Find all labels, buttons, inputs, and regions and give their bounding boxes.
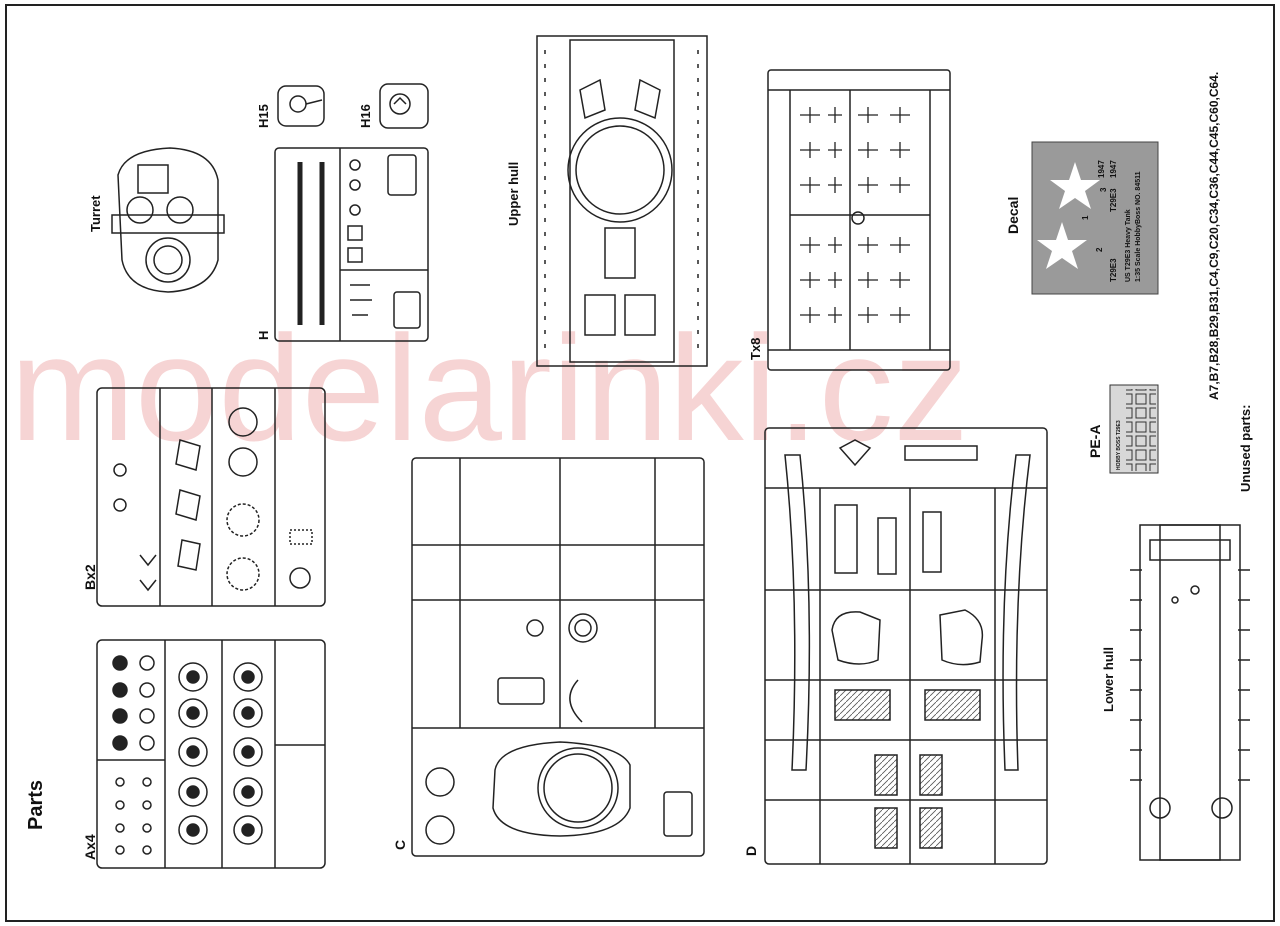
star-icon <box>1050 162 1100 209</box>
sprue-c-drawing <box>411 457 705 857</box>
unused-parts-list: A7,B7,B28,B29,B31,C4,C9,C20,C34,C36,C44,… <box>1207 72 1221 400</box>
decal-number-3: 3 <box>1099 187 1108 192</box>
page-border <box>5 4 1275 922</box>
turret-drawing <box>111 147 225 293</box>
decal-line2: 1:35 Scale HobbyBoss NO. 84511 <box>1135 171 1142 282</box>
label-decal: Decal <box>1005 197 1021 234</box>
label-turret: Turret <box>88 195 103 232</box>
track-links-pattern <box>800 107 910 323</box>
sprue-d-drawing <box>764 427 1048 865</box>
lower-hull-drawing <box>1130 524 1250 861</box>
decal-sheet: US T29E3 Heavy Tank 1:35 Scale HobbyBoss… <box>1031 141 1159 295</box>
label-unused-parts: Unused parts: <box>1238 405 1253 492</box>
decal-serial-2: T29E3 <box>1109 188 1118 212</box>
page-title: Parts <box>25 780 47 830</box>
label-lower-hull: Lower hull <box>1101 647 1116 712</box>
label-h15: H15 <box>256 104 271 128</box>
decal-year-1: 1947 <box>1109 160 1118 178</box>
part-h16-drawing <box>379 83 429 129</box>
sprue-b-drawing <box>96 387 326 607</box>
label-sprue-d: D <box>743 846 759 856</box>
label-tx8: Tx8 <box>748 338 763 360</box>
label-sprue-c: C <box>392 840 408 850</box>
label-sprue-h: H <box>256 331 271 340</box>
decal-number-1: 1 <box>1081 215 1090 220</box>
label-upper-hull: Upper hull <box>506 162 521 226</box>
label-bx2: Bx2 <box>82 564 98 590</box>
decal-number-2: 2 <box>1095 247 1104 252</box>
star-icon <box>1037 222 1087 269</box>
upper-hull-drawing <box>536 35 708 367</box>
label-ax4: Ax4 <box>82 834 98 860</box>
decal-line1: US T29E3 Heavy Tank <box>1125 209 1132 282</box>
label-h16: H16 <box>358 104 373 128</box>
pe-sheet: HOBBY BOSS T29E3 <box>1109 384 1159 474</box>
decal-serial-1: T29E3 <box>1109 258 1118 282</box>
track-sprue-drawing <box>767 69 951 371</box>
sprue-a-drawing <box>96 639 326 869</box>
sprue-h-drawing <box>274 147 429 342</box>
pe-caption: HOBBY BOSS T29E3 <box>1116 420 1122 470</box>
road-wheels <box>112 655 263 855</box>
label-pe-a: PE-A <box>1087 425 1103 458</box>
decal-year-2: 1947 <box>1097 160 1106 178</box>
part-h15-drawing <box>277 85 325 127</box>
